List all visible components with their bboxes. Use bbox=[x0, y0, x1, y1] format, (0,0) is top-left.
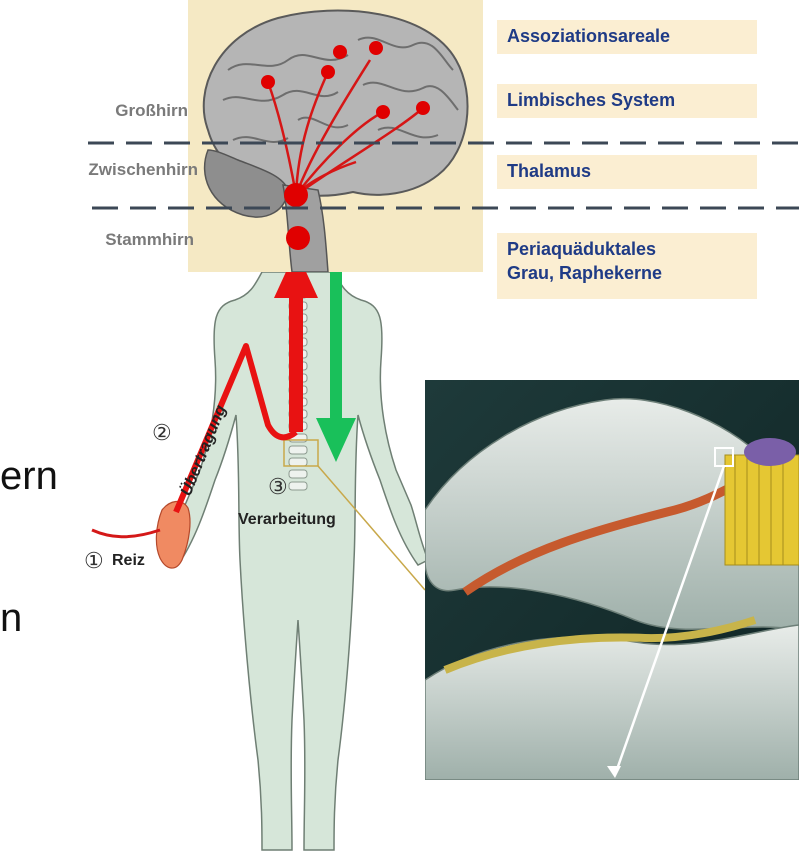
box-thalamus: Thalamus bbox=[497, 155, 757, 189]
box-assoziationsareale: Assoziationsareale bbox=[497, 20, 757, 54]
label-stammhirn: Stammhirn bbox=[40, 230, 194, 250]
spinal-ganglion bbox=[744, 438, 796, 466]
step-3-number: ③ bbox=[268, 474, 288, 500]
hand-icon bbox=[156, 501, 190, 568]
step-3-label: Verarbeitung bbox=[238, 511, 336, 529]
step-1-number: ① bbox=[84, 548, 104, 574]
step-1-label: Reiz bbox=[112, 552, 145, 570]
side-text-fragment-1: ern bbox=[0, 454, 58, 499]
box-periaquaeduktales-grau: Periaquäduktales Grau, Raphekerne bbox=[497, 233, 757, 299]
side-text-fragment-2: n bbox=[0, 596, 22, 641]
step-2-number: ② bbox=[152, 420, 172, 446]
label-zwischenhirn: Zwischenhirn bbox=[10, 160, 198, 180]
box-limbisches-system: Limbisches System bbox=[497, 84, 757, 118]
box-periaquaeduktales-line1: Periaquäduktales bbox=[507, 237, 747, 261]
label-grosshirn: Großhirn bbox=[60, 101, 188, 121]
spinal-cord-fibers bbox=[725, 455, 799, 565]
box-periaquaeduktales-line2: Grau, Raphekerne bbox=[507, 261, 747, 285]
spinal-cord-closeup bbox=[425, 380, 799, 780]
stimulus-line bbox=[92, 530, 160, 537]
